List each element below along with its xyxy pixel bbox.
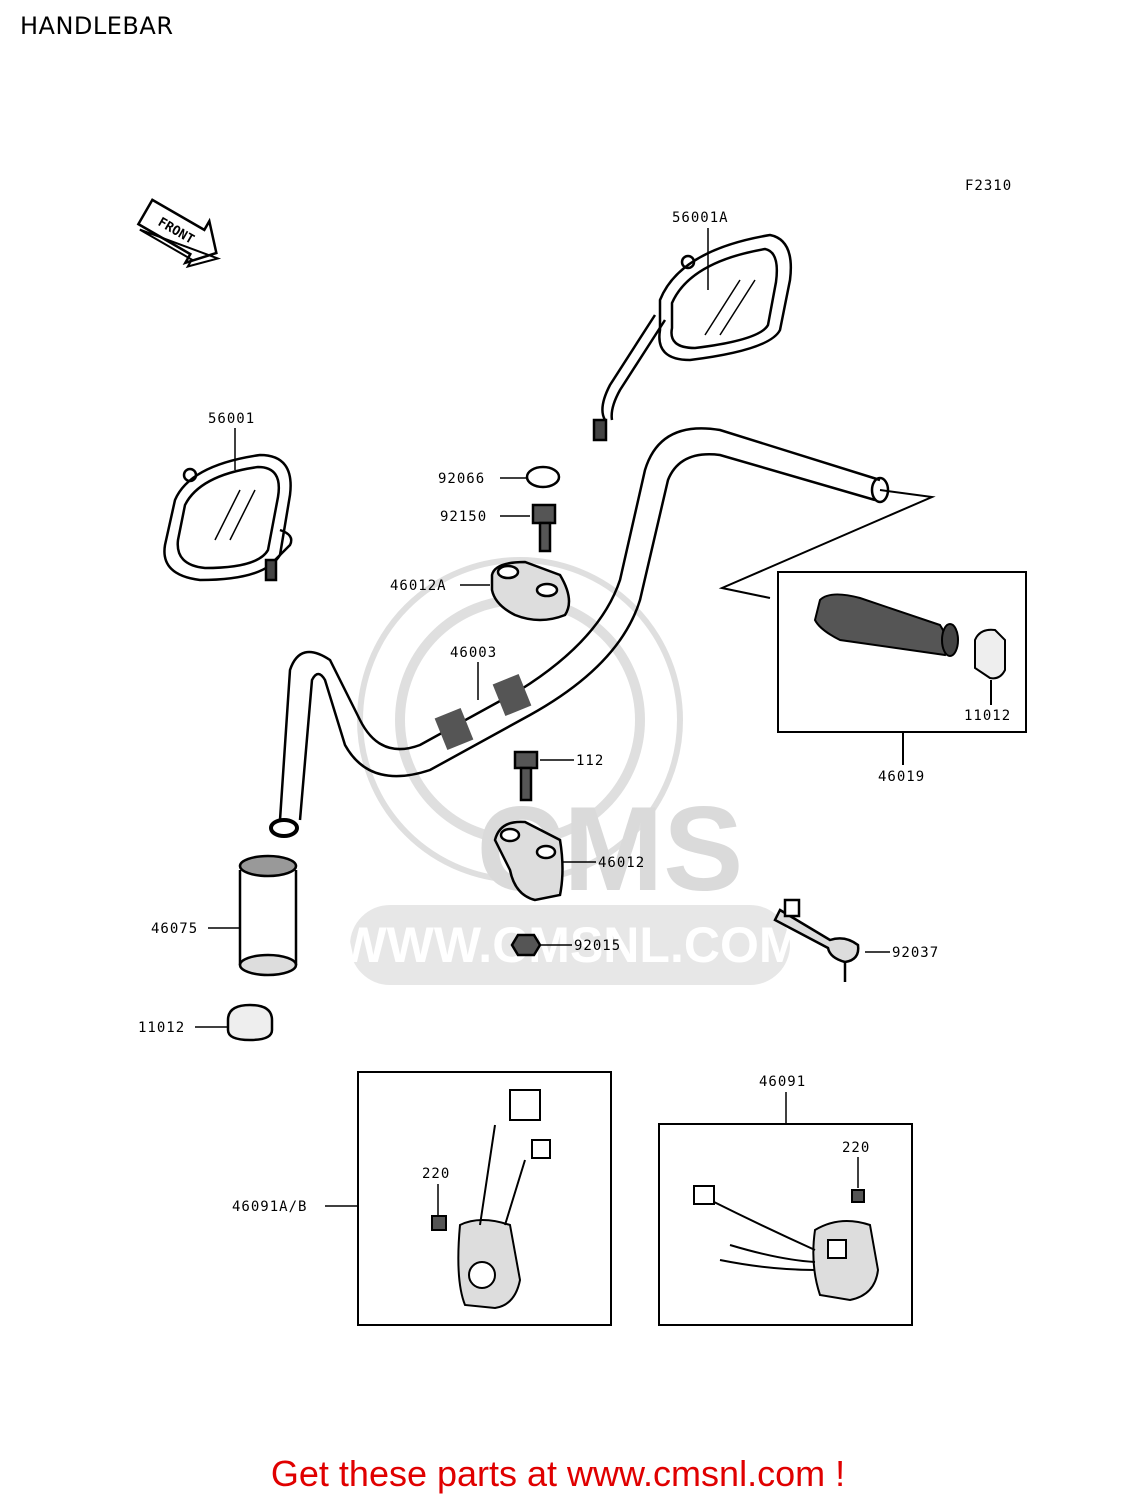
label-92066: 92066: [438, 471, 485, 487]
label-56001A: 56001A: [672, 210, 729, 226]
label-46012A: 46012A: [390, 578, 447, 594]
label-46091: 46091: [759, 1074, 806, 1090]
left-grip: [226, 854, 298, 1042]
label-92015: 92015: [574, 938, 621, 954]
figure-code: F2310: [965, 178, 1012, 194]
label-11012-right: 11012: [964, 708, 1011, 724]
label-46091AB: 46091A/B: [232, 1199, 307, 1215]
label-220-left: 220: [422, 1166, 450, 1182]
upper-holder: [490, 465, 571, 622]
label-11012-left: 11012: [138, 1020, 185, 1036]
footer-promo[interactable]: Get these parts at www.cmsnl.com !: [0, 1453, 1146, 1495]
label-92037: 92037: [892, 945, 939, 961]
label-46075: 46075: [151, 921, 198, 937]
right-mirror: [592, 233, 793, 442]
lower-holder: [493, 750, 564, 957]
label-220-right: 220: [842, 1140, 870, 1156]
left-switch-box: [357, 1071, 612, 1326]
label-46012: 46012: [598, 855, 645, 871]
label-46019: 46019: [878, 769, 925, 785]
label-46003: 46003: [450, 645, 497, 661]
label-56001: 56001: [208, 411, 255, 427]
part-labels: 56001A 56001 92066 92150 46012A 46003 11…: [138, 210, 1011, 1215]
right-grip-box: [718, 489, 1027, 765]
right-switch-box: [658, 1123, 913, 1326]
left-mirror: [163, 453, 293, 582]
leader-lines: [195, 228, 890, 1215]
ignition-key: [773, 898, 860, 982]
label-112: 112: [576, 753, 604, 769]
footer-promo-text[interactable]: Get these parts at www.cmsnl.com !: [270, 1453, 846, 1494]
handlebar-parts-diagram: CMS WWW.CMSNL.COM F2310 FRONT: [136, 178, 1027, 1326]
handlebar-tube: [269, 427, 890, 838]
page-title: HANDLEBAR: [20, 12, 174, 40]
label-92150: 92150: [440, 509, 487, 525]
front-arrow-icon: FRONT: [136, 198, 222, 269]
